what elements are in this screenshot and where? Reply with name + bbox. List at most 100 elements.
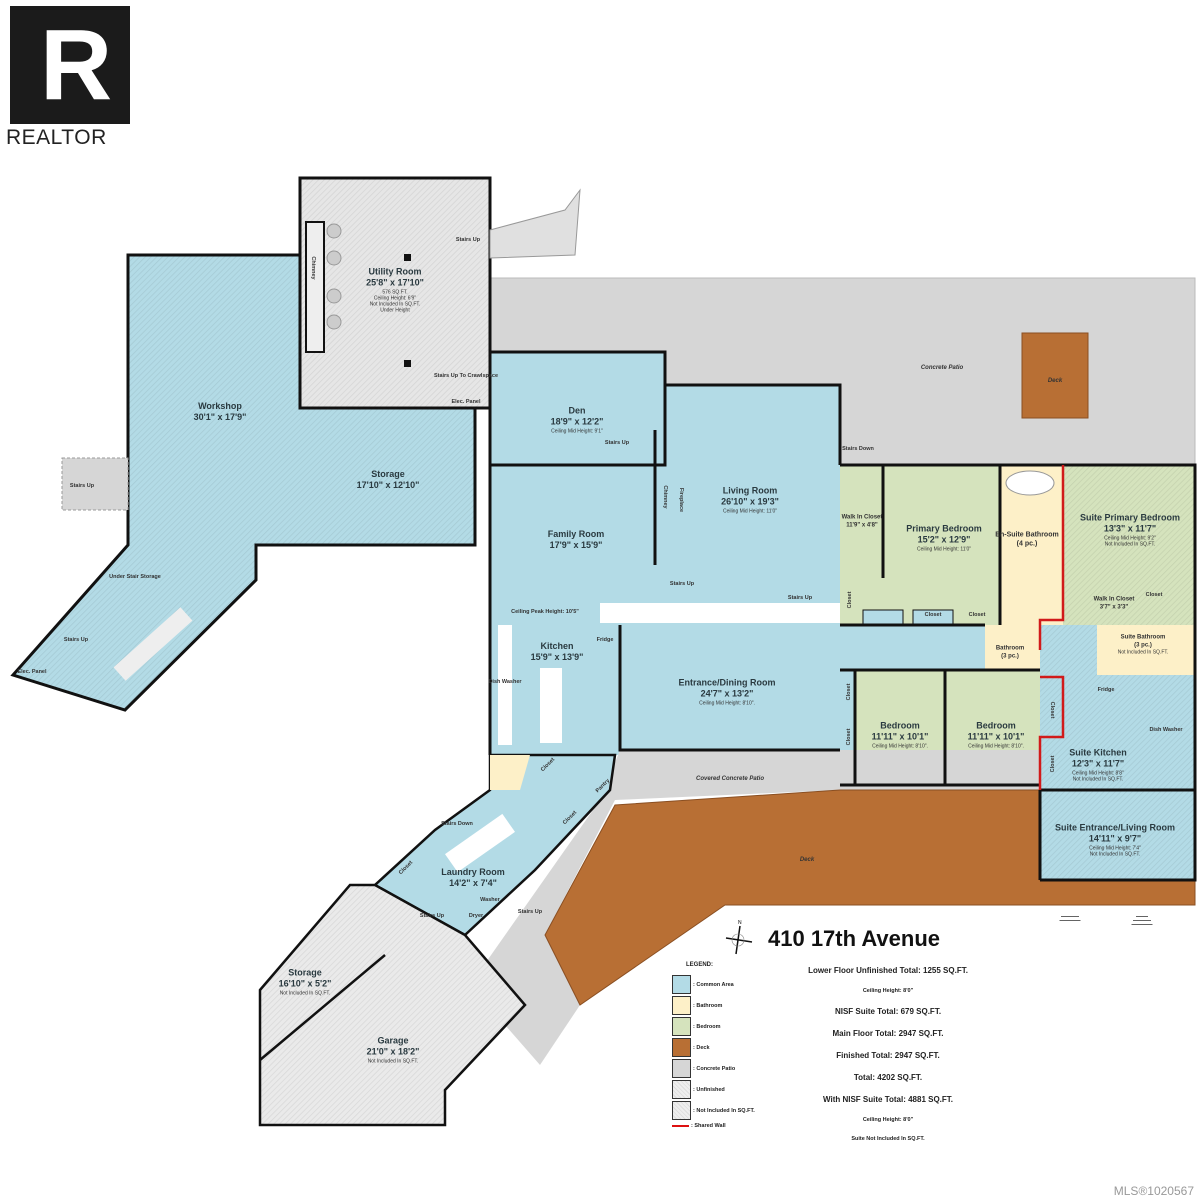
label-elec-panel: Elec. Panel	[451, 399, 481, 405]
logo-mark: R	[40, 9, 113, 121]
bathroom-area	[985, 625, 1040, 670]
disclaimer-note: ▬▬▬▬▬▬▬▬▬▬▬▬▬▬▬▬▬	[1131, 914, 1153, 926]
chimney	[305, 221, 325, 353]
tanks	[326, 223, 342, 330]
label-fridge: Fridge	[596, 637, 614, 643]
label-dryer: Dryer	[468, 913, 484, 919]
mls-number: MLS®1020567	[1113, 1184, 1194, 1198]
room-suite-bathroom: Suite Bathroom(3 pc.)Not Included In SQ.…	[1117, 634, 1169, 656]
label-deck-top: Deck	[1047, 378, 1063, 384]
label-closet: Closet	[968, 612, 986, 618]
area-totals: Lower Floor Unfinished Total: 1255 SQ.FT…	[758, 966, 1018, 1155]
label-deck-bottom: Deck	[799, 857, 815, 863]
label-closet: Closet	[846, 728, 852, 746]
label-elec-panel: Elec. Panel	[17, 669, 47, 675]
room-bathroom: Bathroom(3 pc.)	[995, 645, 1025, 660]
label-stairs-up: Stairs Up	[787, 595, 813, 601]
legend-title: LEGEND:	[686, 962, 713, 968]
room-ensuite: En-Suite Bathroom(4 pc.)	[995, 531, 1059, 547]
svg-text:N: N	[738, 920, 742, 926]
label-fridge: Fridge	[1097, 687, 1115, 693]
total-nisf-suite: NISF Suite Total: 679 SQ.FT.	[834, 1007, 942, 1016]
legend-item-bathroom: : Bathroom	[672, 995, 755, 1016]
legend: LEGEND: : Common Area : Bathroom : Bedro…	[672, 962, 755, 1131]
label-stairs-up: Stairs Up	[419, 913, 445, 919]
legend-item-not-included: : Not Included In SQ.FT.	[672, 1100, 755, 1121]
property-title: 410 17th Avenue	[768, 926, 941, 951]
logo-text: REALTOR	[6, 126, 107, 149]
legend-item-deck: : Deck	[672, 1037, 755, 1058]
label-under-stair: Under Stair Storage	[109, 574, 161, 580]
label-closet: Closet	[847, 591, 853, 609]
workshop-stairs	[61, 457, 129, 511]
label-ceiling-peak: Ceiling Peak Height: 10'5"	[511, 609, 579, 615]
label-stairs-up: Stairs Up	[604, 440, 630, 446]
shared-wall	[1038, 465, 1065, 790]
ceiling-height-1: Ceiling Height: 8'0"	[862, 988, 914, 994]
legend-item-bedroom: : Bedroom	[672, 1016, 755, 1037]
label-washer: Washer	[480, 897, 500, 903]
label-stairs-crawlspace: Stairs Up To Crawlspace	[433, 373, 499, 379]
label-stairs-up: Stairs Up	[455, 237, 481, 243]
primary-bedroom-area	[883, 465, 1000, 625]
deck-square	[1021, 332, 1089, 419]
label-chimney: Chimney	[662, 485, 668, 509]
label-closet: Closet	[1145, 592, 1163, 598]
label-closet: Closet	[1050, 755, 1056, 773]
label-chimney: Chimney	[310, 256, 316, 280]
label-fireplace: Fireplace	[678, 487, 684, 513]
suite-bathroom-area	[1097, 625, 1195, 675]
label-closet: Closet	[1049, 701, 1055, 719]
label-stairs-up: Stairs Up	[69, 483, 95, 489]
label-dishwasher: Dish Washer	[488, 679, 522, 685]
exterior-stairs	[489, 188, 581, 259]
total-finished: Finished Total: 2947 SQ.FT.	[836, 1051, 940, 1060]
label-stairs-down: Stairs Down	[441, 821, 473, 827]
total-lower-unfinished: Lower Floor Unfinished Total: 1255 SQ.FT…	[808, 966, 968, 975]
legend-item-shared-wall: : Shared Wall	[672, 1121, 755, 1131]
total-all: Total: 4202 SQ.FT.	[853, 1073, 923, 1082]
workbench	[113, 607, 193, 681]
disclaimer-note: ▬▬▬▬▬▬▬▬▬▬▬▬▬	[1059, 914, 1081, 922]
label-concrete-patio: Concrete Patio	[920, 365, 964, 371]
label-stairs-down: Stairs Down	[842, 446, 874, 452]
walk-in-closet-area	[840, 465, 883, 578]
label-stairs-up: Stairs Up	[63, 637, 89, 643]
compass-icon: N	[725, 920, 753, 955]
legend-item-concrete: : Concrete Patio	[672, 1058, 755, 1079]
realtor-logo: R REALTOR	[6, 6, 130, 150]
label-covered-patio: Covered Concrete Patio	[695, 776, 765, 782]
covered-patio	[470, 750, 1040, 1065]
label-closet: Closet	[846, 683, 852, 701]
legend-item-unfinished: : Unfinished	[672, 1079, 755, 1100]
label-closet: Closet	[924, 612, 942, 618]
deck	[544, 789, 1196, 1006]
total-main-floor: Main Floor Total: 2947 SQ.FT.	[832, 1029, 944, 1038]
label-stairs-up: Stairs Up	[517, 909, 543, 915]
label-stairs-up: Stairs Up	[669, 581, 695, 587]
ceiling-height-2: Ceiling Height: 8'0"	[862, 1117, 914, 1123]
total-with-nisf: With NISF Suite Total: 4881 SQ.FT.	[822, 1095, 953, 1104]
legend-item-common: : Common Area	[672, 974, 755, 995]
suite-note: Suite Not Included In SQ.FT.	[851, 1136, 925, 1142]
